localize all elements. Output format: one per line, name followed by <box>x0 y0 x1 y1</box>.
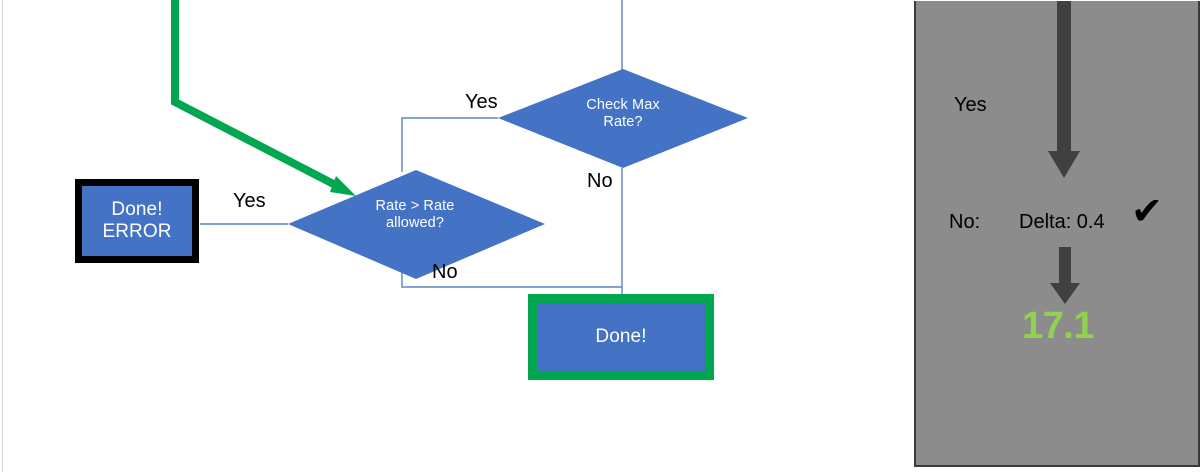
detail-panel: Yes No: Delta: 0.4 ✔ 17.1 <box>914 1 1200 467</box>
node-done-ok[interactable]: Done! <box>528 294 714 380</box>
arrow-down-short-icon <box>1050 247 1080 304</box>
arrow-down-long-icon <box>1048 1 1080 178</box>
check-icon: ✔ <box>1131 189 1163 233</box>
detail-panel-arrows <box>1048 1 1080 304</box>
edge-label-yes-to-error: Yes <box>233 190 266 212</box>
edge-label-no-from-maxrate: No <box>587 170 613 192</box>
node-done-error[interactable]: Done! ERROR <box>75 179 199 263</box>
node-done-error-line2: ERROR <box>102 221 172 242</box>
panel-no-label: No: <box>949 211 981 233</box>
node-done-ok-line1: Done! <box>595 325 647 347</box>
flowchart-connectors <box>171 0 748 294</box>
decision-rate-shape <box>288 170 545 279</box>
green-highlight-arrow <box>171 0 356 196</box>
connector-maxrate-yes-to-rate <box>401 117 498 172</box>
decision-maxrate-shape <box>498 69 748 168</box>
panel-yes-label: Yes <box>954 94 987 116</box>
edge-label-yes-to-maxrate: Yes <box>465 91 498 113</box>
flowchart-canvas: Done! ERROR Done! Rate > Rate allowed? C… <box>2 0 748 472</box>
panel-delta-value: Delta: 0.4 <box>1019 211 1105 233</box>
panel-result-value: 17.1 <box>1022 305 1094 347</box>
edge-label-no-from-rate: No <box>432 261 458 283</box>
node-done-error-line1: Done! <box>111 198 163 220</box>
canvas-left-rule <box>2 0 3 472</box>
